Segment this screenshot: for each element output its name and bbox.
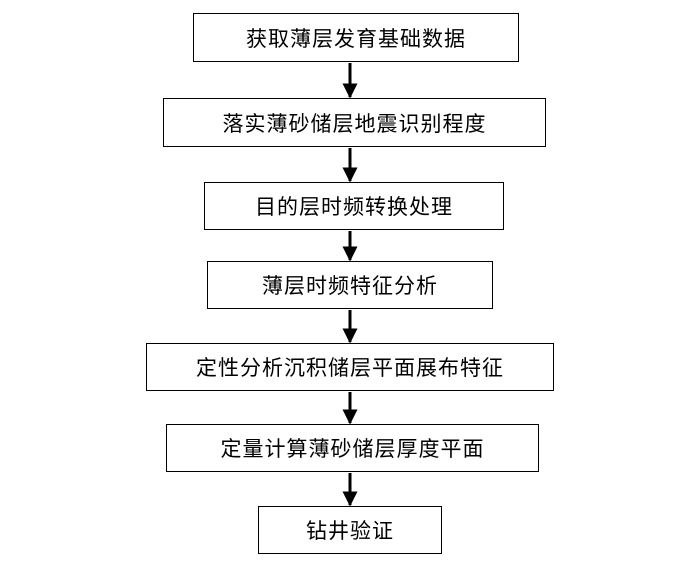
step-4-box: 薄层时频特征分析 (207, 261, 493, 309)
step-7-box: 钻井验证 (258, 506, 442, 554)
step-5-box: 定性分析沉积储层平面展布特征 (146, 343, 554, 391)
step-6-box: 定量计算薄砂储层厚度平面 (166, 424, 539, 472)
step-3-box: 目的层时频转换处理 (204, 182, 504, 230)
step-1-box: 获取薄层发育基础数据 (193, 13, 519, 62)
step-2-box: 落实薄砂储层地震识别程度 (163, 98, 546, 147)
